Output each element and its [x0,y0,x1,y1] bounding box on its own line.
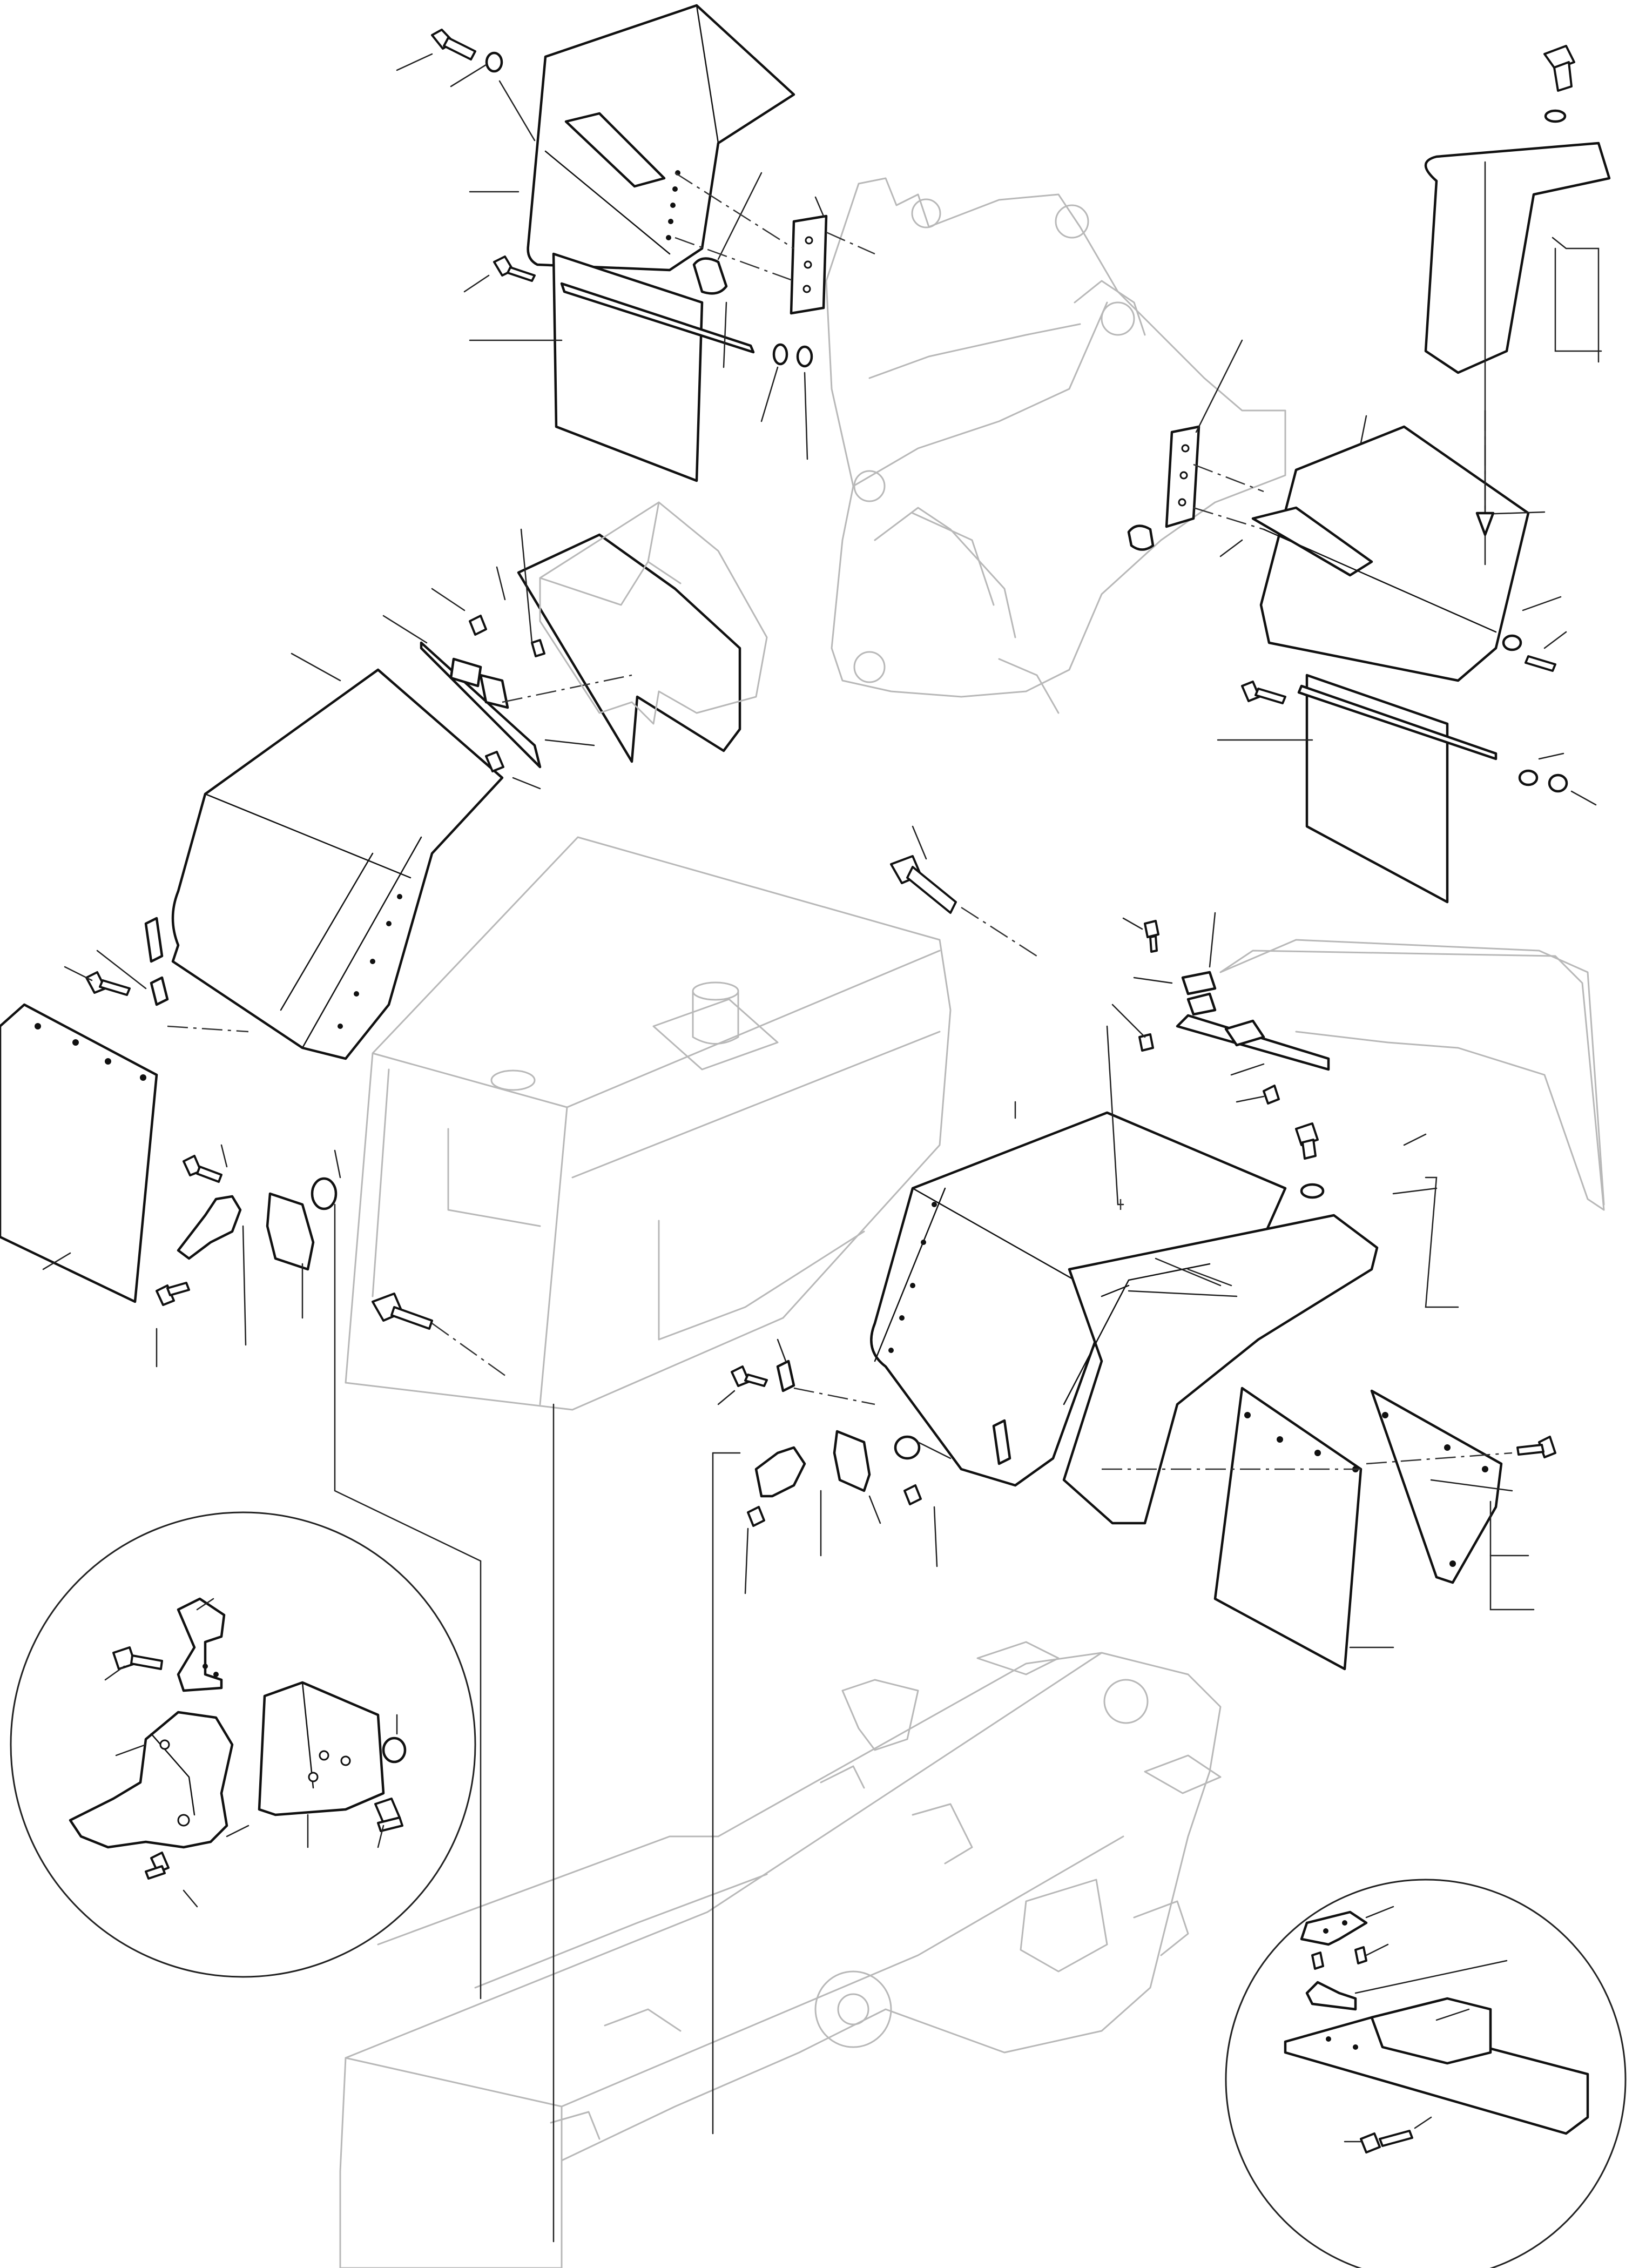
front-right-leaders [431,825,1535,1648]
rear-left-mudflap [552,252,755,482]
front-guard [539,501,768,725]
rear-right-fender [1127,45,1611,904]
detail-circle-latch [10,1511,476,1978]
front-left-mudflap [0,1003,158,1303]
right-latch-bracket [1138,920,1605,1211]
front-left-leaders [42,528,632,1368]
right-latch-leaders [1106,912,1265,1210]
rear-left-leaders [396,53,875,460]
detail-circle-bracket [1225,1879,1627,2268]
rear-right-leaders [1193,237,1602,806]
front-left-hardware [85,533,741,1306]
detail-circle-bracket-leaders [1344,1906,1508,2143]
fender-alignment-arrow-head [1475,512,1495,536]
rear-left-fender [527,4,795,272]
detail-circle-latch-leaders [104,1598,398,1908]
front-left-fender [144,668,504,1060]
rear-frame [825,177,1286,714]
cross-reference-lines [334,1203,741,2243]
front-frame [339,1641,1222,2268]
rear-left-hardware [431,29,828,368]
right-rear-guard [1219,939,1605,1206]
front-right-mudflap [1213,1387,1503,1671]
front-right-hardware [372,855,1556,1527]
engine-hood [345,836,952,1411]
